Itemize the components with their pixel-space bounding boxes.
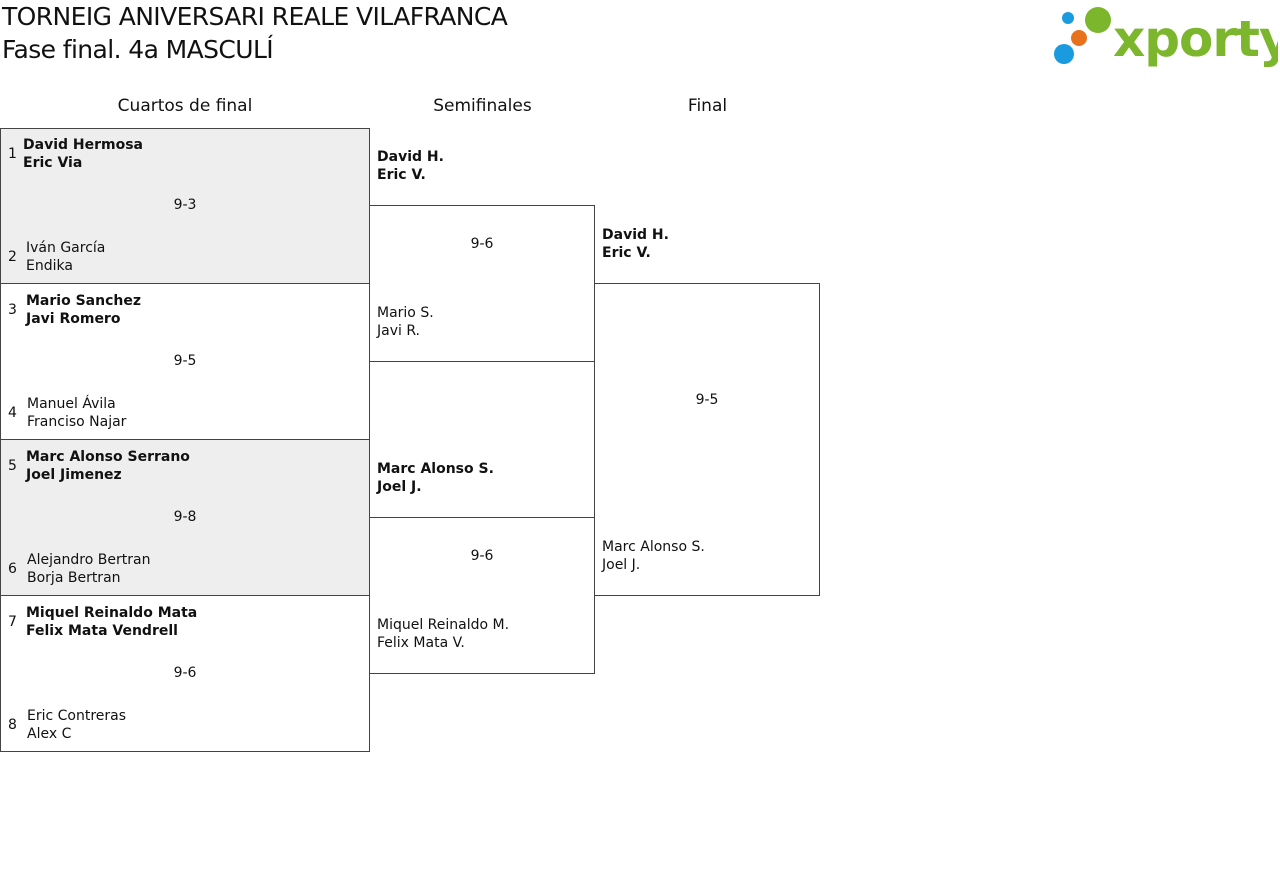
match-score: 9-3 <box>173 197 197 213</box>
player-name: Javi R. <box>377 323 421 339</box>
player-name: Iván García <box>26 240 106 256</box>
seed-number: 7 <box>8 614 17 630</box>
logo-dot-orange <box>1071 30 1087 46</box>
seed-number: 3 <box>8 302 17 318</box>
team-bottom: Mario S. Javi R. <box>377 304 434 340</box>
match-score: 9-5 <box>173 353 197 369</box>
player-name: David H. <box>377 149 444 165</box>
team-bottom: Alejandro Bertran Borja Bertran <box>27 551 150 587</box>
player-name: Miquel Reinaldo Mata <box>26 605 198 621</box>
quarterfinal-match-2: 3 Mario Sanchez Javi Romero 9-5 4 Manuel… <box>0 283 370 440</box>
player-name: Eric V. <box>377 167 426 183</box>
seed-number: 4 <box>8 405 17 421</box>
player-name: Borja Bertran <box>27 570 121 586</box>
logo-dot-blue <box>1054 44 1074 64</box>
semifinal-1-team-top: David H. Eric V. <box>377 148 444 184</box>
tournament-subtitle: Fase final. 4a MASCULÍ <box>2 35 274 64</box>
semifinal-match-2: 9-6 Miquel Reinaldo M. Felix Mata V. <box>369 517 595 674</box>
round-header-final: Final <box>687 96 728 116</box>
semifinal-match-1: 9-6 Mario S. Javi R. <box>369 205 595 362</box>
quarterfinal-match-1: 1 David Hermosa Eric Via 9-3 2 Iván Garc… <box>0 128 370 284</box>
player-name: Alex C <box>27 726 72 742</box>
seed-number: 6 <box>8 561 17 577</box>
player-name: Eric V. <box>602 245 651 261</box>
team-top: Mario Sanchez Javi Romero <box>26 292 141 328</box>
player-name: Felix Mata V. <box>377 635 465 651</box>
match-score: 9-6 <box>470 548 494 564</box>
quarterfinal-match-3: 5 Marc Alonso Serrano Joel Jimenez 9-8 6… <box>0 439 370 596</box>
player-name: Mario Sanchez <box>26 293 141 309</box>
player-name: Eric Contreras <box>27 708 127 724</box>
player-name: Franciso Najar <box>27 414 127 430</box>
seed-number: 1 <box>8 146 17 162</box>
team-bottom: Marc Alonso S. Joel J. <box>602 538 705 574</box>
match-score: 9-6 <box>470 236 494 252</box>
round-header-semis: Semifinales <box>433 96 532 116</box>
match-score: 9-5 <box>695 392 719 408</box>
match-score: 9-8 <box>173 509 197 525</box>
team-bottom: Manuel Ávila Franciso Najar <box>27 395 126 431</box>
player-name: David H. <box>602 227 669 243</box>
player-name: Miquel Reinaldo M. <box>377 617 510 633</box>
team-bottom: Eric Contreras Alex C <box>27 707 126 743</box>
match-score: 9-6 <box>173 665 197 681</box>
player-name: Javi Romero <box>26 311 121 327</box>
player-name: Marc Alonso S. <box>377 461 494 477</box>
player-name: Mario S. <box>377 305 434 321</box>
player-name: Manuel Ávila <box>27 396 116 412</box>
team-bottom: Miquel Reinaldo M. Felix Mata V. <box>377 616 509 652</box>
player-name: Joel J. <box>602 557 641 573</box>
team-top: Marc Alonso Serrano Joel Jimenez <box>26 448 190 484</box>
logo-wordmark: xporty <box>1113 10 1278 68</box>
player-name: Marc Alonso S. <box>602 539 705 555</box>
player-name: Joel J. <box>377 479 422 495</box>
seed-number: 2 <box>8 249 17 265</box>
seed-number: 8 <box>8 717 17 733</box>
quarterfinal-match-4: 7 Miquel Reinaldo Mata Felix Mata Vendre… <box>0 595 370 752</box>
player-name: Eric Via <box>23 155 83 171</box>
player-name: Endika <box>26 258 73 274</box>
player-name: Felix Mata Vendrell <box>26 623 178 639</box>
seed-number: 5 <box>8 458 17 474</box>
player-name: Alejandro Bertran <box>27 552 151 568</box>
team-top: Miquel Reinaldo Mata Felix Mata Vendrell <box>26 604 197 640</box>
logo-dot-blue-small <box>1062 12 1074 24</box>
player-name: Joel Jimenez <box>26 467 122 483</box>
final-team-top: David H. Eric V. <box>602 226 669 262</box>
team-bottom: Iván García Endika <box>26 239 105 275</box>
xporty-logo: xporty <box>1054 7 1278 68</box>
player-name: Marc Alonso Serrano <box>26 449 190 465</box>
team-top: David Hermosa Eric Via <box>23 136 143 172</box>
logo-dot-green <box>1085 7 1111 33</box>
semifinal-2-team-top: Marc Alonso S. Joel J. <box>377 460 494 496</box>
tournament-title: TORNEIG ANIVERSARI REALE VILAFRANCA <box>2 2 508 31</box>
round-header-quarters: Cuartos de final <box>117 96 253 116</box>
final-match: 9-5 Marc Alonso S. Joel J. <box>594 283 820 596</box>
player-name: David Hermosa <box>23 137 143 153</box>
